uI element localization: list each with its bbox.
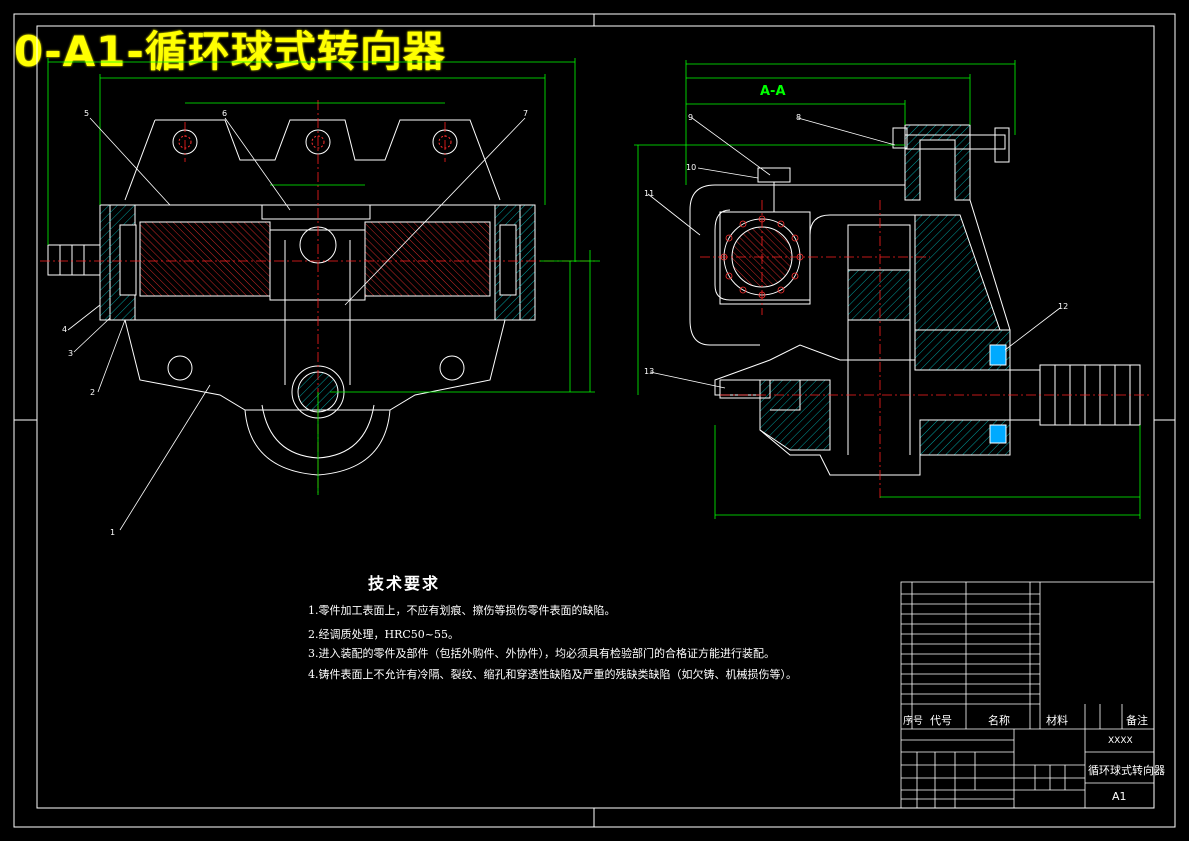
svg-text:13: 13 [644,367,654,376]
svg-text:6: 6 [222,109,227,118]
code-box: XXXX [1108,736,1133,746]
front-view [47,119,536,476]
svg-text:10: 10 [686,163,696,172]
svg-text:12: 12 [1058,302,1068,311]
svg-text:7: 7 [523,109,528,118]
sheet-border [13,13,1176,828]
svg-text:9: 9 [688,113,693,122]
drawing-title: 0-A1-循环球式转向器 [14,27,446,76]
svg-text:4: 4 [62,325,67,334]
tech-requirement-4: 4.铸件表面上不允许有冷隔、裂纹、缩孔和穿透性缺陷及严重的残缺类缺陷（如欠铸、机… [308,668,797,681]
header-code: 代号 [930,714,952,727]
front-view-dimensions [47,58,600,495]
header-seq: 序号 [903,716,923,727]
tech-requirement-3: 3.进入装配的零件及部件（包括外购件、外协件），均必须具有检验部门的合格证方能进… [308,647,775,660]
drawing-name: 循环球式转向器 [1088,764,1165,777]
header-remark: 备注 [1126,714,1148,727]
front-view-leaders [67,117,526,531]
tech-requirement-1: 1.零件加工表面上，不应有划痕、擦伤等损伤零件表面的缺陷。 [308,604,616,617]
header-material: 材料 [1046,714,1068,727]
section-centerlines [700,200,1150,500]
svg-text:1: 1 [110,528,115,537]
section-leaders [647,117,1061,389]
section-label: A-A [760,84,786,99]
section-dimensions [634,60,1141,519]
svg-text:8: 8 [796,113,801,122]
tech-requirements-heading: 技术要求 [368,574,441,593]
svg-text:3: 3 [68,349,73,358]
part-number-labels: 5 6 7 1 4 3 2 9 10 11 8 12 13 [62,109,1068,537]
tech-requirement-2: 2.经调质处理，HRC50~55。 [308,628,459,641]
title-block [900,581,1155,809]
svg-text:11: 11 [644,189,654,198]
section-view [689,124,1141,476]
svg-text:2: 2 [90,388,95,397]
svg-text:5: 5 [84,109,89,118]
header-name: 名称 [988,714,1010,727]
sheet-size: A1 [1112,790,1127,803]
